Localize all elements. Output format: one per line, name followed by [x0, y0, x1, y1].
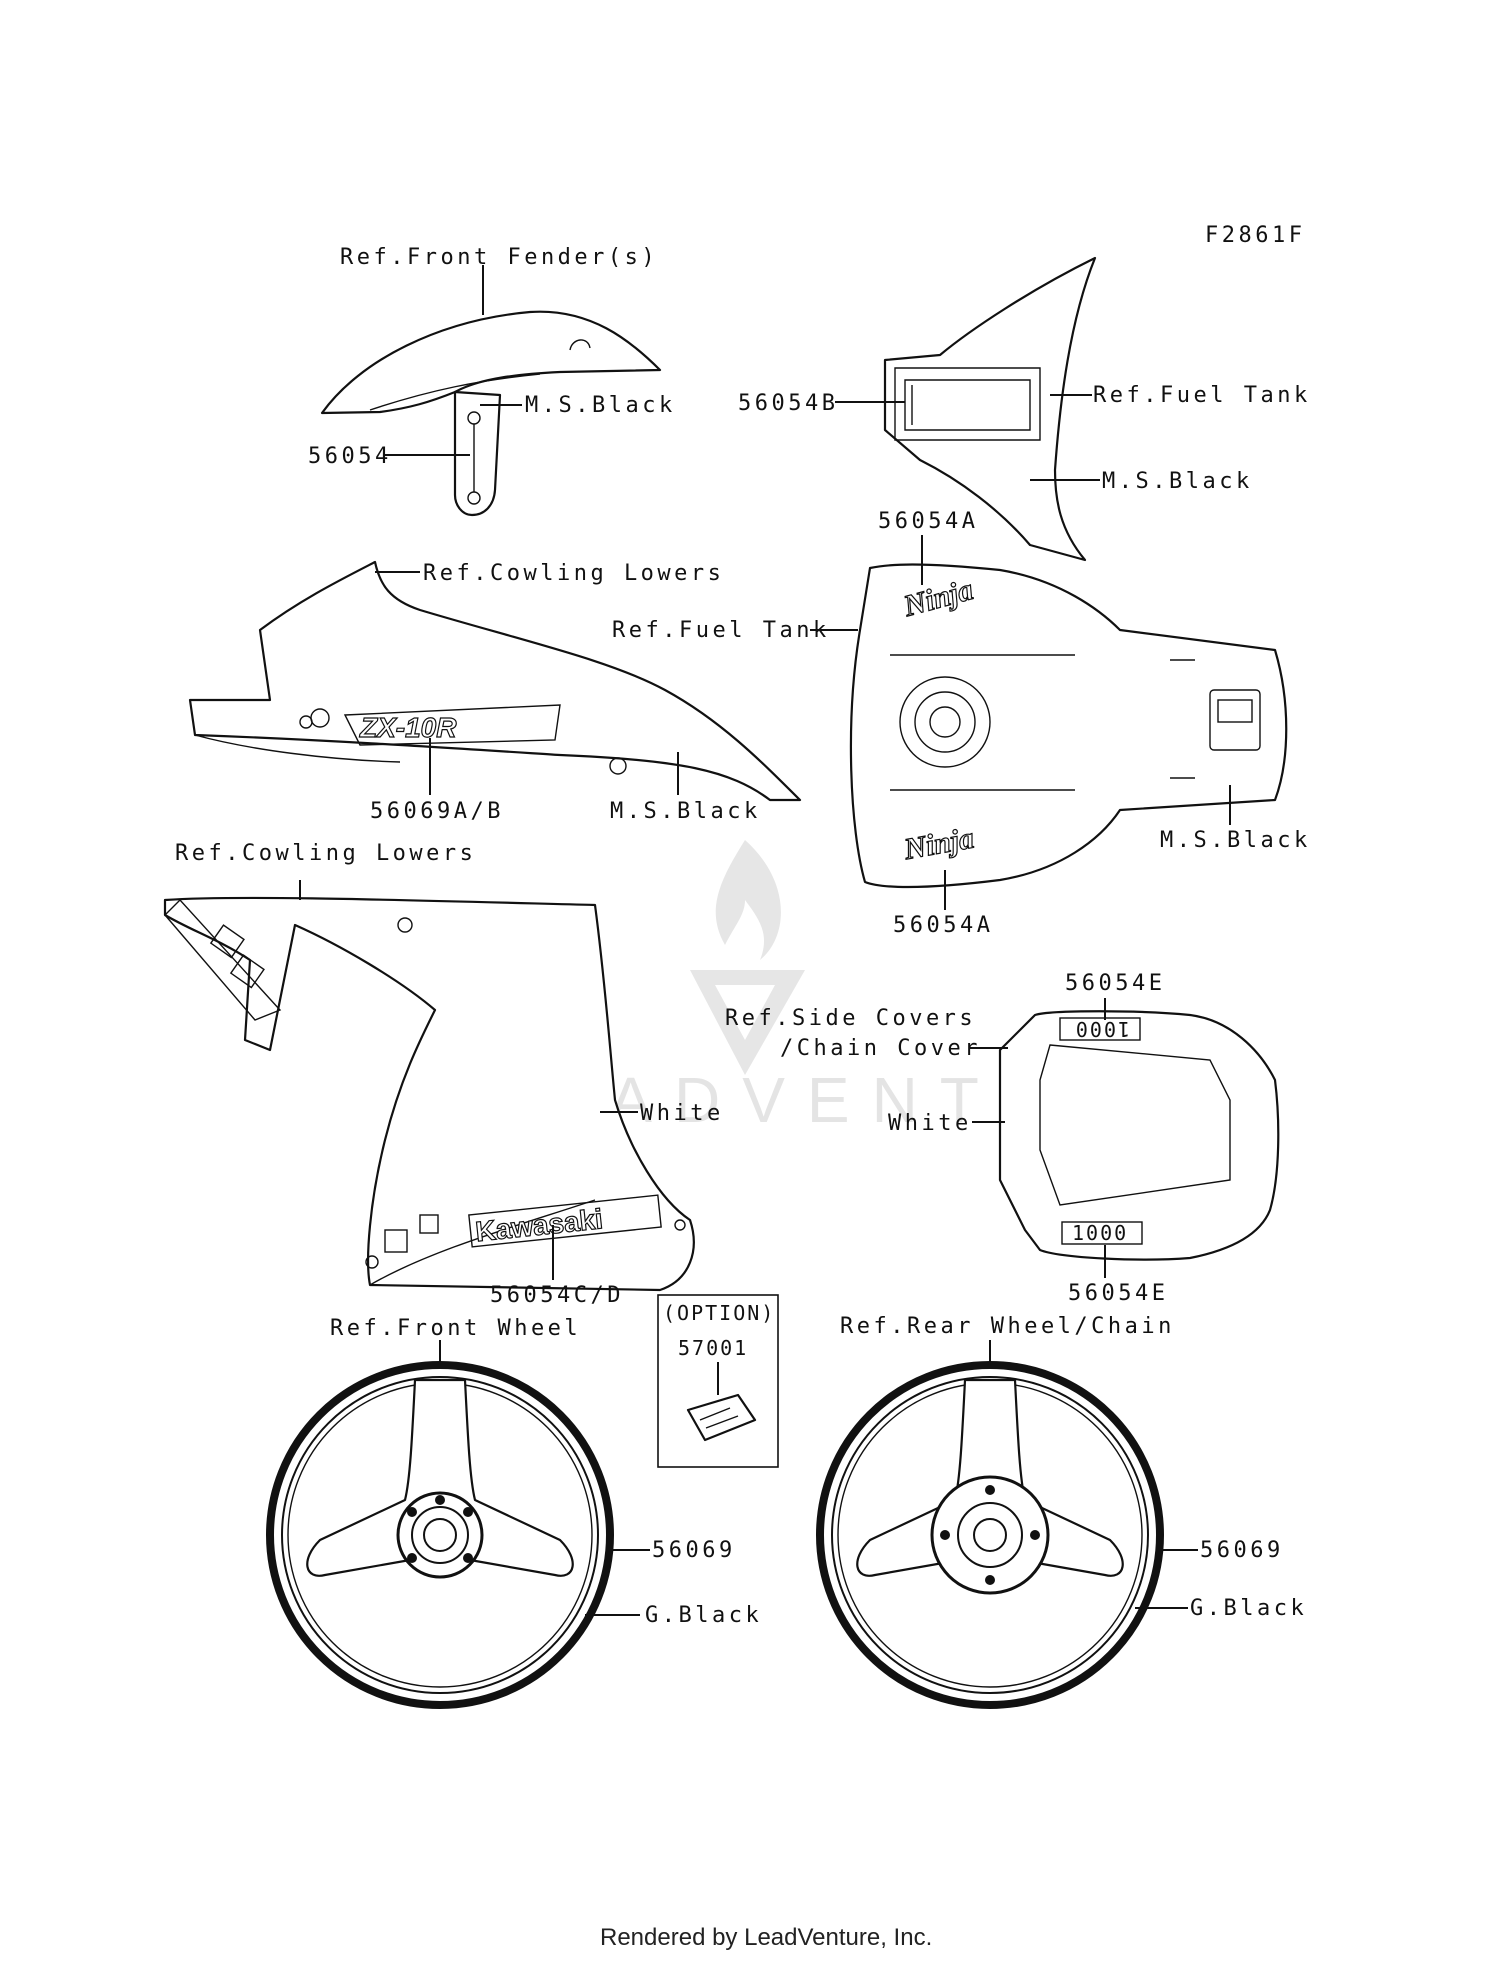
lower-cowling-color-label: White: [640, 1101, 724, 1126]
upper-cowling-color-label: M.S.Black: [610, 799, 761, 824]
option-box: (OPTION) 57001: [657, 1294, 779, 1468]
side-cover-decal-top: 1000: [1074, 1017, 1130, 1041]
front-fender-part: [320, 310, 662, 517]
zx-decal-text: ZX-10R: [359, 712, 457, 743]
front-wheel-color-label: G.Black: [645, 1603, 762, 1628]
front-fender-ref-label: Ref.Front Fender(s): [340, 245, 658, 270]
side-cover-part-bottom-label: 56054E: [1068, 1281, 1168, 1306]
side-cover-ref-label-1: Ref.Side Covers: [725, 1006, 976, 1031]
option-box-part: 57001: [678, 1336, 748, 1360]
tank-part-bottom-label: 56054A: [893, 913, 993, 938]
lower-cowling-part-label: 56054C/D: [490, 1283, 624, 1308]
fuel-tank-part: Ninja Ninja: [849, 563, 1288, 889]
side-cover-part: 1000 1000: [998, 1010, 1280, 1261]
side-cover-ref-label-2: /Chain Cover: [780, 1036, 981, 1061]
tank-part-top-label: 56054A: [878, 509, 978, 534]
front-fender-color-label: M.S.Black: [525, 393, 676, 418]
front-wheel-part: [266, 1361, 614, 1709]
side-cover-decal-bottom: 1000: [1072, 1221, 1128, 1245]
rear-wheel-part-label: 56069: [1200, 1538, 1284, 1563]
figure-code: F2861F: [1205, 223, 1305, 248]
tank-ref-label: Ref.Fuel Tank: [612, 618, 830, 643]
front-fender-part-label: 56054: [308, 444, 392, 469]
lower-cowling-ref-label: Ref.Cowling Lowers: [175, 841, 476, 866]
tank-cover-part-label: 56054B: [738, 391, 838, 416]
option-box-title: (OPTION): [663, 1301, 775, 1325]
upper-cowling-part-label: 56069A/B: [370, 799, 504, 824]
side-cover-color-label: White: [888, 1111, 972, 1136]
rear-wheel-color-label: G.Black: [1190, 1596, 1307, 1621]
front-wheel-part-label: 56069: [652, 1538, 736, 1563]
lower-cowling-part: Kawasaki: [163, 896, 695, 1292]
front-wheel-ref-label: Ref.Front Wheel: [330, 1316, 581, 1341]
tank-cover-ref-label: Ref.Fuel Tank: [1093, 383, 1311, 408]
fuel-tank-cover-part: [883, 256, 1097, 562]
tank-color-label: M.S.Black: [1160, 828, 1311, 853]
footer-credit: Rendered by LeadVenture, Inc.: [600, 1924, 932, 1951]
tank-cover-color-label: M.S.Black: [1102, 469, 1253, 494]
upper-cowling-part: ZX-10R: [188, 560, 802, 802]
side-cover-part-top-label: 56054E: [1065, 971, 1165, 996]
upper-cowling-ref-label: Ref.Cowling Lowers: [423, 561, 724, 586]
rear-wheel-ref-label: Ref.Rear Wheel/Chain: [840, 1314, 1175, 1339]
rear-wheel-part: [816, 1361, 1164, 1709]
